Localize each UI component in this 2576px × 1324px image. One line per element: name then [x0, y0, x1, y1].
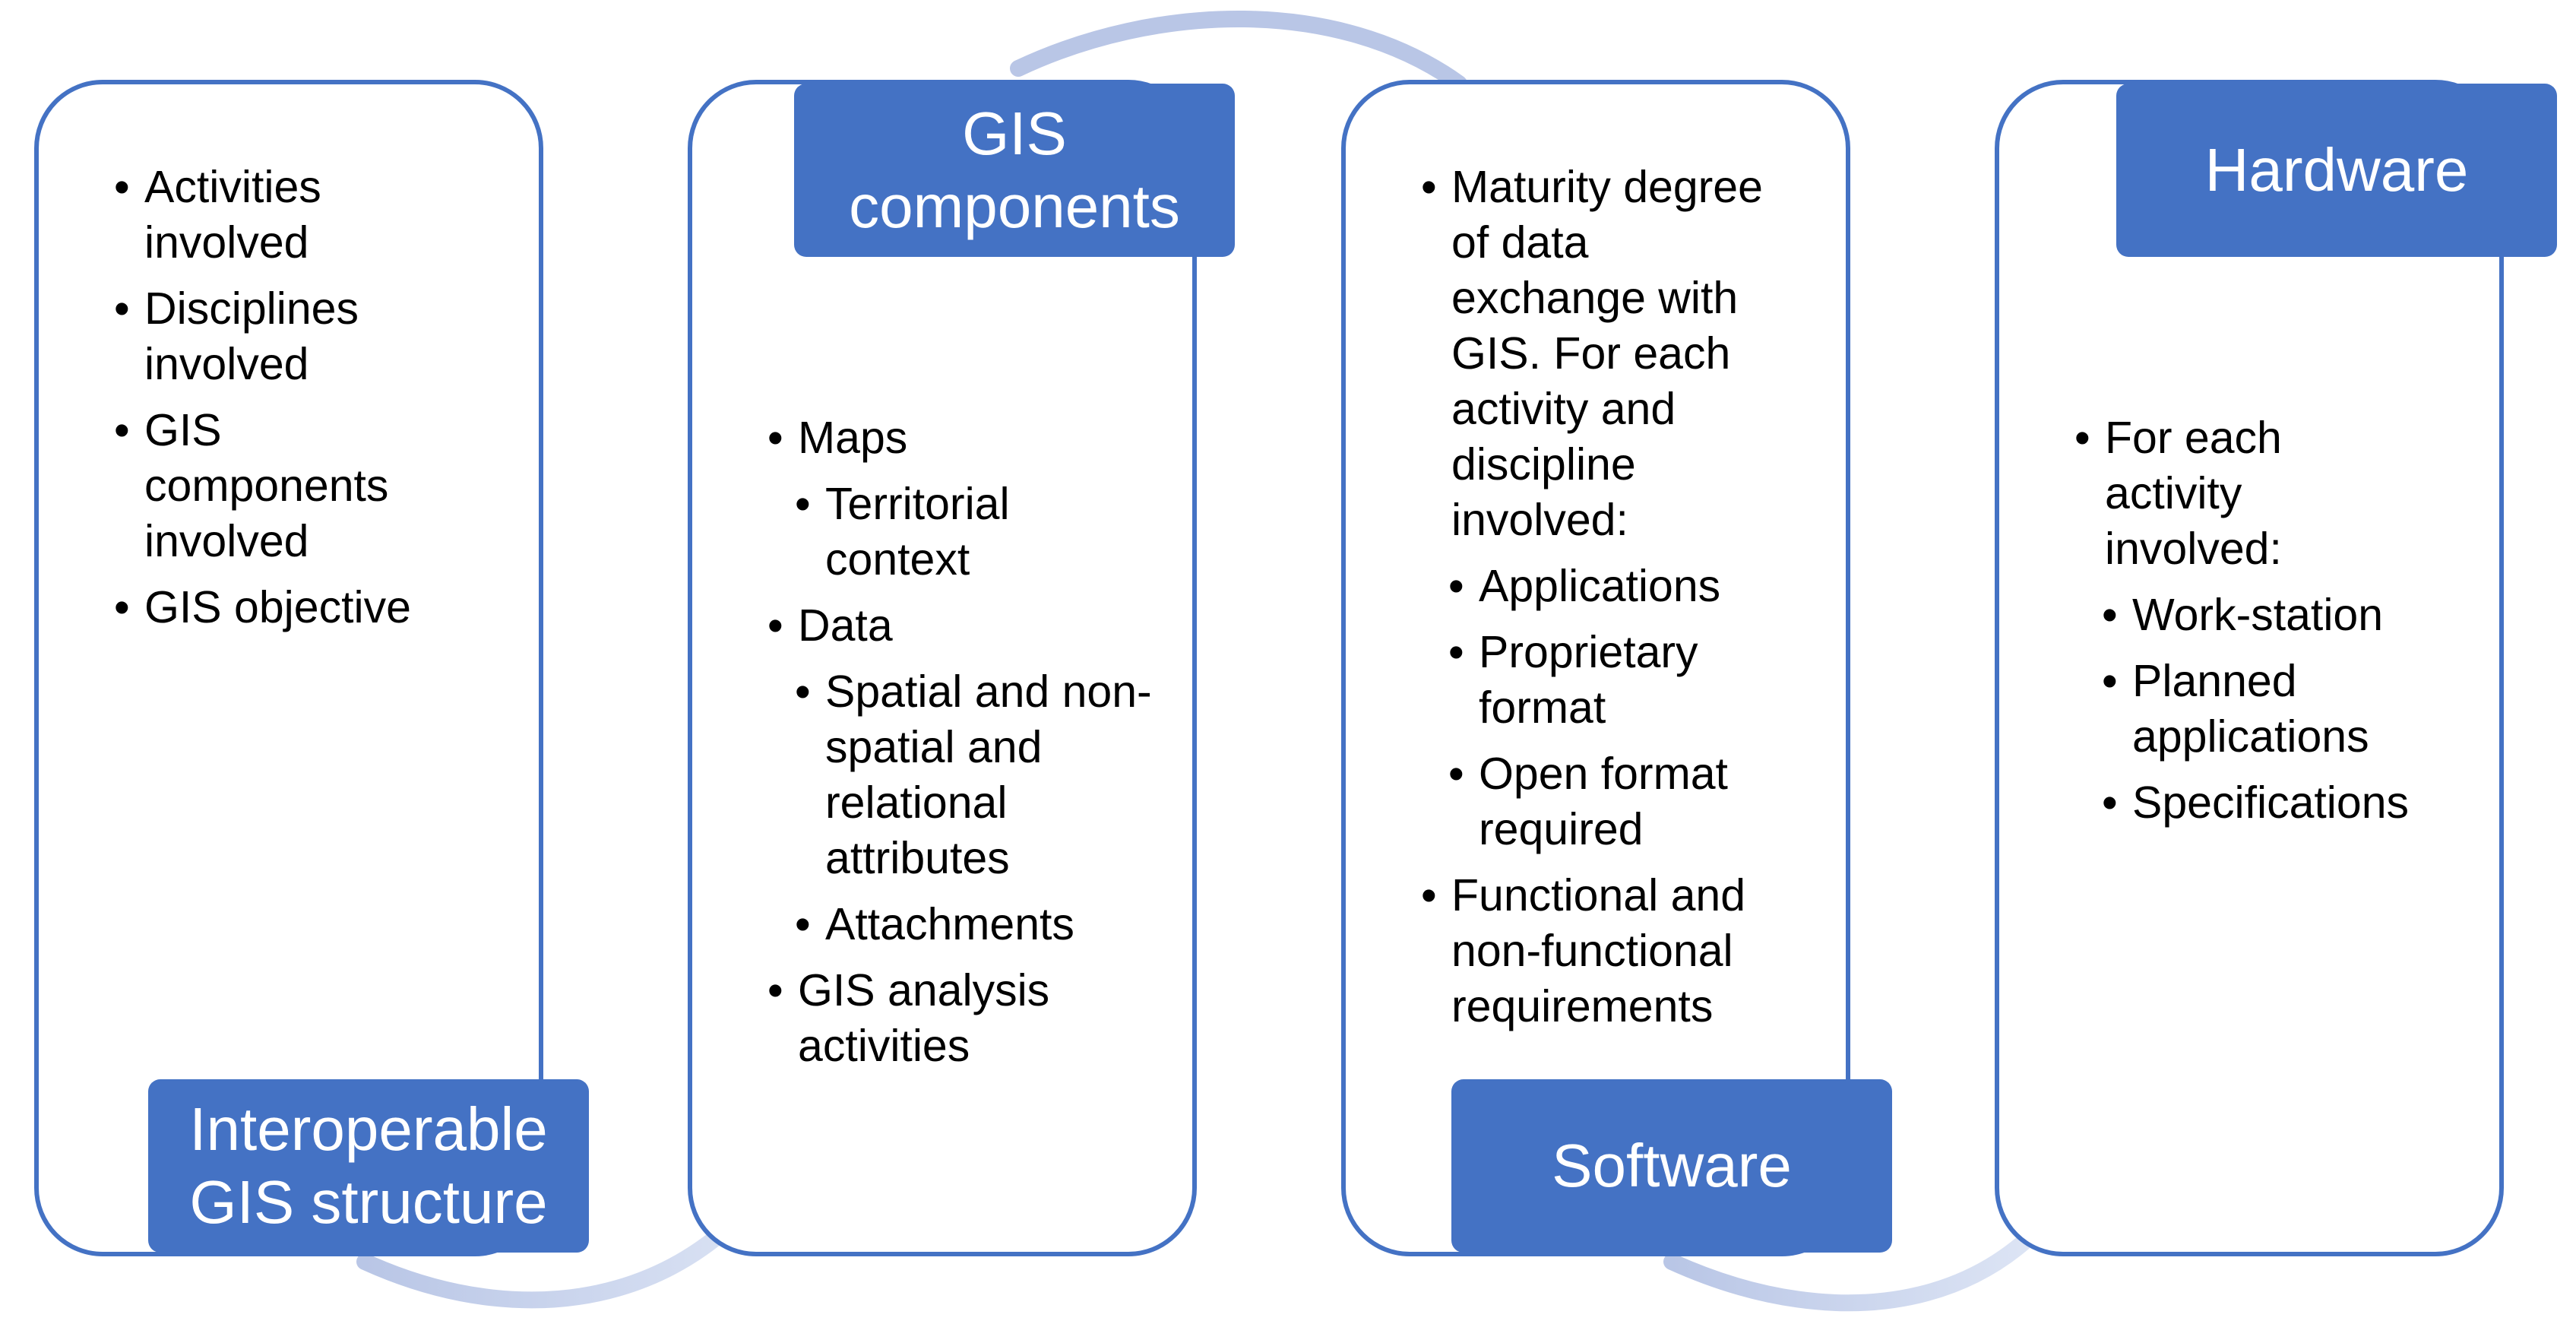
list-item: GIS components involved [114, 403, 448, 569]
list-item: Applications [1448, 559, 1778, 614]
header-gis-components: GIS components [794, 84, 1235, 257]
list-item: Planned applications [2102, 654, 2424, 765]
list-item: Spatial and non-spatial and relational a… [795, 664, 1163, 886]
list-item: Open format required [1448, 746, 1778, 857]
list-item: Functional and non-functional requiremen… [1421, 868, 1778, 1034]
header-interoperable-gis-structure: Interoperable GIS structure [148, 1079, 589, 1253]
list-item: GIS objective [114, 580, 448, 635]
arrow-segment-2 [1010, 11, 1467, 92]
list-software: Maturity degree of data exchange with GI… [1421, 160, 1778, 1045]
list-item: Specifications [2102, 775, 2424, 831]
list-item: Activities involved [114, 160, 448, 271]
list-item: Work-station [2102, 588, 2424, 643]
card-interoperable-gis-structure [34, 80, 543, 1256]
list-gis-components: Maps Territorial context Data Spatial an… [767, 410, 1163, 1085]
list-item: Maturity degree of data exchange with GI… [1421, 160, 1778, 548]
list-item: Proprietary format [1448, 625, 1778, 736]
list-item: Territorial context [795, 477, 1163, 588]
list-item: For each activity involved: [2074, 410, 2424, 577]
list-hardware: For each activity involved: Work-station… [2074, 410, 2424, 841]
list-item: Maps [767, 410, 1163, 466]
list-item: Attachments [795, 897, 1163, 952]
list-item: Disciplines involved [114, 281, 448, 392]
header-hardware: Hardware [2116, 84, 2557, 257]
list-interoperable-gis-structure: Activities involved Disciplines involved… [114, 160, 448, 646]
list-item: GIS analysis activities [767, 963, 1163, 1074]
list-item: Data [767, 598, 1163, 654]
header-software: Software [1451, 1079, 1892, 1253]
